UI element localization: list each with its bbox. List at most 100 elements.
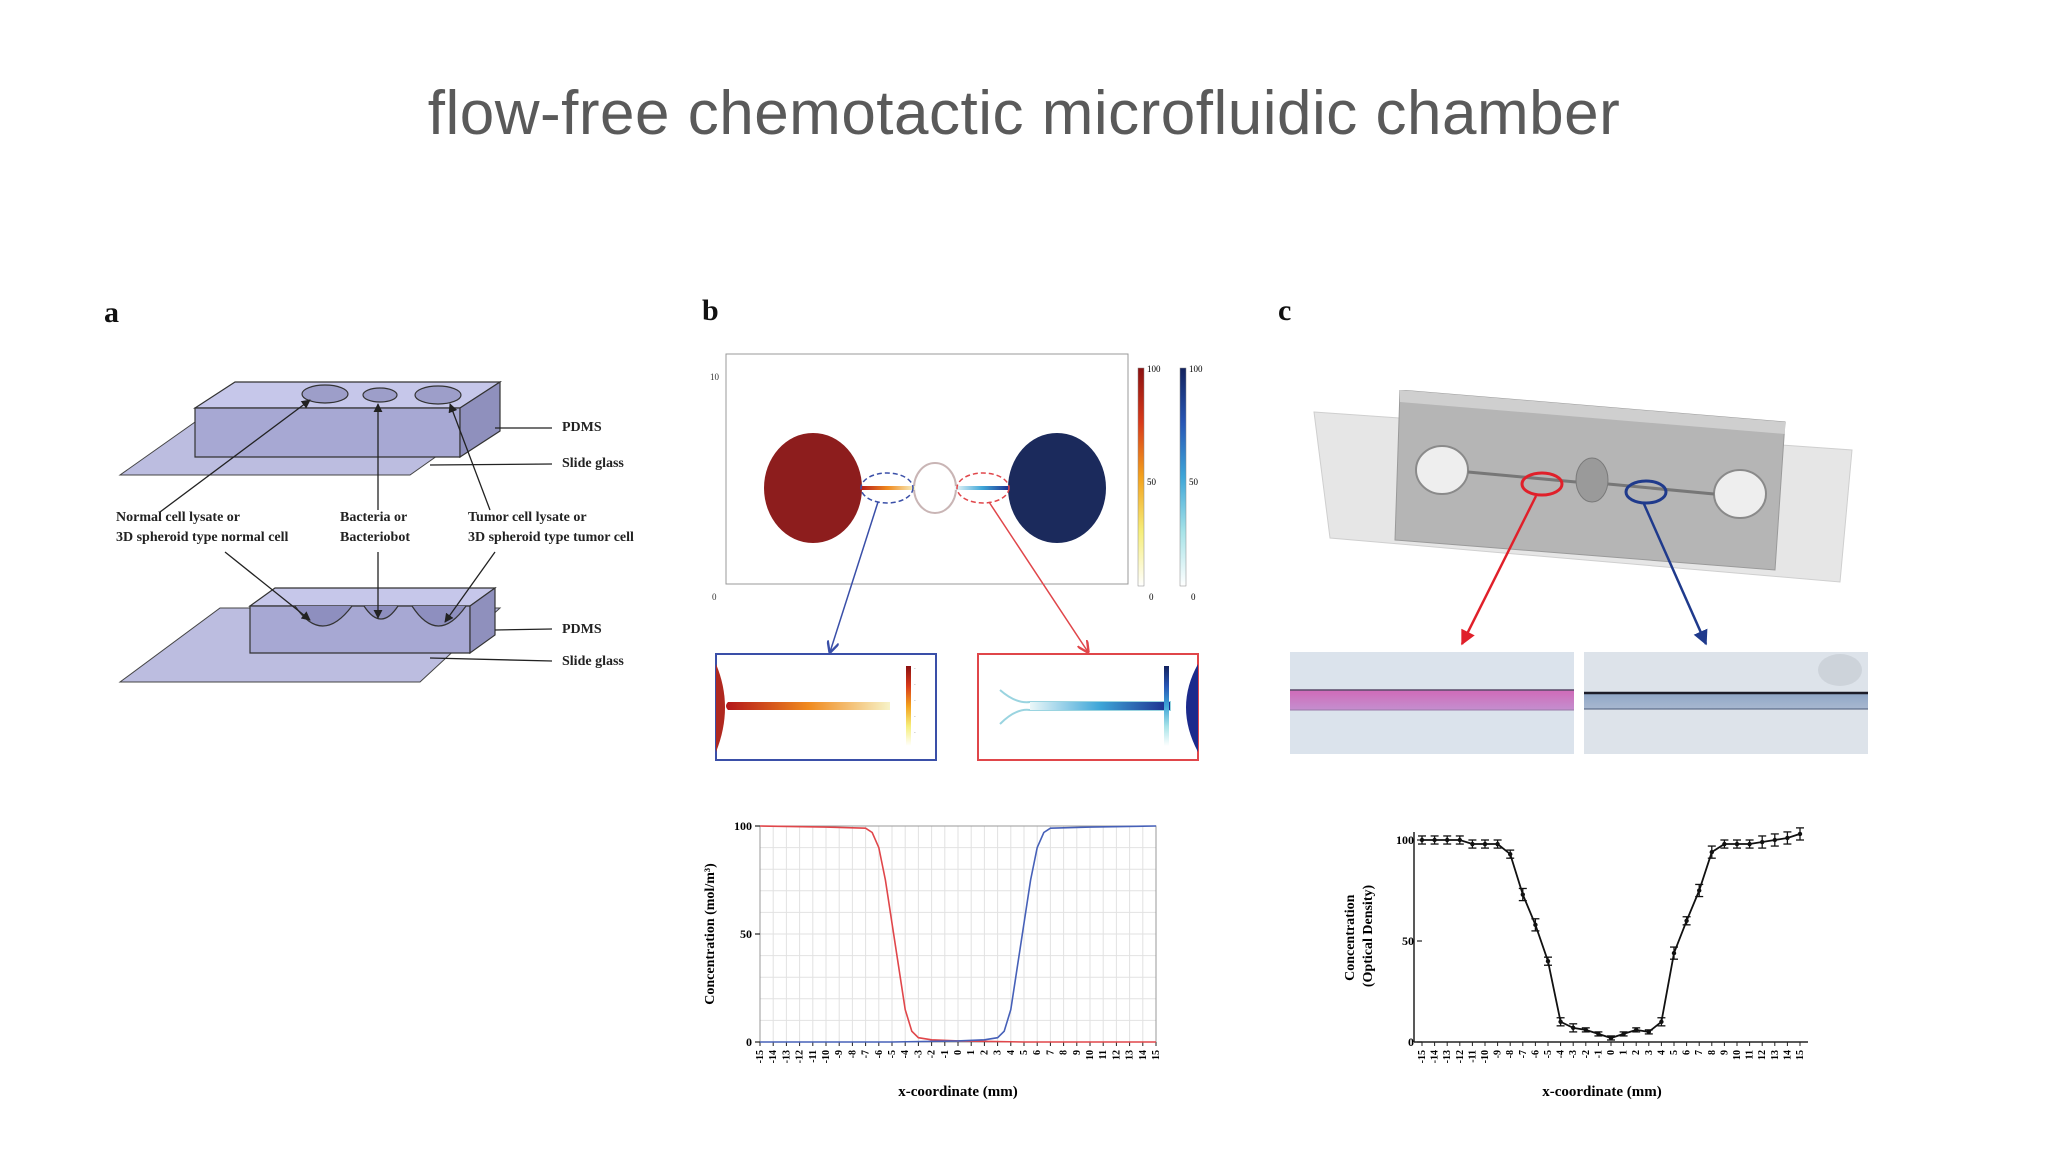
x-tick-label: -12	[795, 1050, 806, 1063]
x-tick-label: 12	[1111, 1050, 1122, 1060]
attractant-well-red	[764, 433, 862, 543]
x-tick-label: -9	[834, 1050, 845, 1058]
attractant-well-navy	[1008, 433, 1106, 543]
x-tick-label: -14	[1430, 1050, 1441, 1063]
x-tick-label: -5	[887, 1050, 898, 1058]
x-tick-label: -15	[755, 1050, 766, 1063]
x-tick-label: 14	[1138, 1050, 1149, 1060]
x-tick-label: -8	[1505, 1050, 1516, 1058]
series-line-1	[759, 825, 1156, 1043]
panel-c-device-render	[1290, 390, 1868, 754]
x-tick-label: -8	[847, 1050, 858, 1058]
x-tick-label: 6	[1682, 1050, 1693, 1055]
x-tick-label: -2	[927, 1050, 938, 1058]
x-tick-label: -5	[1543, 1050, 1554, 1058]
chart2-y-axis-label: Concentration (Optical Density)	[1343, 885, 1376, 988]
data-point	[1482, 841, 1488, 847]
x-tick-label: -7	[861, 1050, 872, 1058]
sim-y-tick-bottom: 0	[712, 592, 717, 602]
x-tick-label: 14	[1782, 1050, 1793, 1060]
x-tick-label: 10	[1085, 1050, 1096, 1060]
chart1-x-axis-label: x-coordinate (mm)	[898, 1084, 1018, 1100]
y-tick-label: 50	[1402, 934, 1414, 948]
data-point	[1533, 922, 1538, 928]
x-tick-label: 9	[1719, 1050, 1730, 1055]
highlight-right-channel	[956, 472, 1010, 504]
label-tumor-cell: Tumor cell lysate or 3D spheroid type tu…	[468, 510, 634, 545]
x-tick-label: 5	[1019, 1050, 1030, 1055]
marker-red-channel	[1520, 471, 1564, 497]
x-tick-label: 11	[1098, 1050, 1109, 1059]
y-tick-label: 100	[734, 819, 752, 833]
data-point	[1722, 841, 1727, 847]
panel-b-simulation: 10 0 100 50 0 100 50 0 -----	[710, 353, 1203, 761]
svg-text:-: -	[914, 683, 916, 688]
data-point	[1709, 849, 1714, 855]
x-tick-label: 8	[1059, 1050, 1070, 1055]
series-line-2	[760, 825, 1157, 1043]
x-tick-label: -6	[1530, 1050, 1541, 1058]
x-tick-label: -13	[1442, 1050, 1453, 1063]
zoom-left-channel: -----	[715, 653, 937, 761]
x-tick-label: 1	[1619, 1050, 1630, 1055]
chart1-y-axis-label: Concentration (mol/m³)	[703, 863, 718, 1005]
data-point	[1608, 1035, 1614, 1041]
x-tick-label: 7	[1694, 1050, 1705, 1055]
data-point	[1457, 837, 1462, 843]
x-tick-label: 6	[1032, 1050, 1043, 1055]
label-pdms-top: PDMS	[562, 420, 602, 435]
x-tick-label: 2	[979, 1050, 990, 1055]
panel-c-letter: c	[1278, 294, 1292, 327]
data-point	[1671, 950, 1677, 956]
svg-text:-: -	[914, 715, 916, 720]
device-chamber-block	[1394, 390, 1786, 571]
data-point	[1785, 835, 1790, 841]
label-slide-glass-top: Slide glass	[562, 456, 624, 471]
svg-text:-: -	[914, 731, 916, 736]
panel-b-letter: b	[702, 294, 719, 327]
svg-text:-: -	[914, 667, 916, 672]
x-tick-label: 3	[1644, 1050, 1655, 1055]
colorbar-red-bottom: 0	[1149, 592, 1154, 602]
micrograph-red-channel	[1290, 652, 1574, 754]
x-tick-label: 4	[1006, 1050, 1017, 1055]
x-tick-label: -3	[1568, 1050, 1579, 1058]
x-tick-label: -4	[1556, 1050, 1567, 1058]
x-tick-label: -2	[1581, 1050, 1592, 1058]
label-bacteria: Bacteria or Bacteriobot	[340, 510, 410, 545]
data-point	[1508, 851, 1513, 857]
x-tick-label: 0	[953, 1050, 964, 1055]
x-tick-label: -7	[1518, 1050, 1529, 1058]
data-point	[1495, 841, 1500, 847]
x-tick-label: 12	[1757, 1050, 1768, 1060]
y-tick-label: 50	[740, 927, 752, 941]
chart2-x-axis-label: x-coordinate (mm)	[1542, 1084, 1662, 1100]
data-point	[1419, 837, 1425, 843]
x-tick-label: 15	[1151, 1050, 1162, 1060]
data-point	[1747, 841, 1752, 847]
colorbar-blue-top: 100	[1189, 364, 1203, 374]
y-tick-label: 0	[746, 1035, 752, 1049]
x-tick-label: 5	[1669, 1050, 1680, 1055]
data-point	[1583, 1027, 1588, 1033]
colorbar-red-mid: 50	[1147, 477, 1157, 487]
x-tick-label: 15	[1795, 1050, 1806, 1060]
series-line-1	[1422, 833, 1801, 1039]
panel-a-chamber-diagram	[118, 380, 553, 683]
x-tick-label: 4	[1656, 1050, 1667, 1055]
data-point	[1760, 839, 1765, 845]
x-tick-label: -15	[1417, 1050, 1428, 1063]
x-tick-label: -12	[1455, 1050, 1466, 1063]
data-point	[1596, 1031, 1601, 1037]
x-tick-label: -4	[900, 1050, 911, 1058]
top-pdms-block	[192, 380, 503, 459]
data-point	[1545, 959, 1551, 964]
x-tick-label: -10	[821, 1050, 832, 1063]
x-tick-label: -3	[913, 1050, 924, 1058]
x-tick-label: -13	[781, 1050, 792, 1063]
data-point	[1470, 841, 1475, 847]
y-tick-label: 0	[1408, 1035, 1414, 1049]
label-normal-cell: Normal cell lysate or 3D spheroid type n…	[116, 510, 289, 545]
x-tick-label: 3	[993, 1050, 1004, 1055]
